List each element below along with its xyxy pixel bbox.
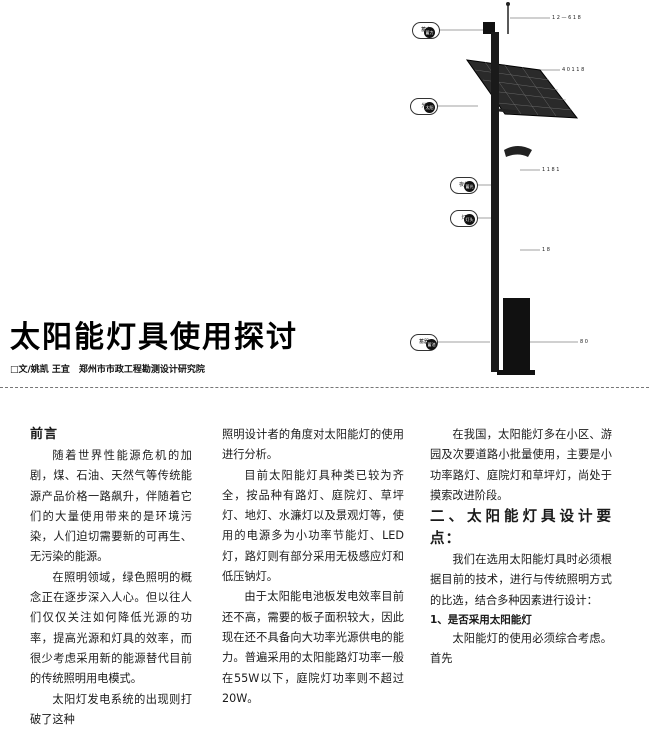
paragraph: 在我国，太阳能灯多在小区、游园及次要道路小批量使用，主要是小功率路灯、庭院灯和草… [430,428,612,502]
right-label-5: 8 0 [580,339,588,345]
header-divider [0,387,649,388]
solar-lamp-illustration: 蓄力 蓄力 光 太阳光 夜灯 蓄光灯 灯 灯头 蓄器 蓄池蓄 1 2 — 6 1… [400,0,649,380]
column-3: 在我国，太阳能灯多在小区、游园及次要道路小批量使用，主要是小功率路灯、庭院灯和草… [430,425,612,670]
callout-lamp-dot: 灯头 [464,214,475,225]
paragraph: 目前太阳能灯具种类已较为齐全，按品种有路灯、庭院灯、草坪灯、地灯、水濂灯以及景观… [222,468,404,584]
paragraph: 在照明领域，绿色照明的概念正在逐步深入人心。但以往人们仅仅关注如何降低光源的功率… [30,570,192,686]
callout-storage-dot: 蓄池蓄 [426,339,437,358]
callout-lamp-dot-label: 灯头 [465,217,474,222]
column-1: 前言 随着世界性能源危机的加剧，煤、石油、天然气等传统能源产品价格一路飙升，伴随… [30,424,192,730]
callout-night-lamp-label: 夜灯 [459,182,469,188]
callout-lamp-label: 灯 [461,215,466,221]
subheading-solar-choice: 1、是否采用太阳能灯 [430,614,532,627]
right-label-1: 1 2 — 6 1 8 [552,15,581,21]
paragraph: 我们在选用太阳能灯具时必须根据目前的技术，进行与传统照明方式的比选，结合多种因素… [430,553,612,607]
paragraph: 太阳灯发电系统的出现则打破了这种 [30,692,192,726]
right-label-4: 1 8 [542,247,550,253]
column-2: 照明设计者的角度对太阳能灯的使用进行分析。 目前太阳能灯具种类已较为齐全，按品种… [222,425,404,709]
section-heading-intro: 前言 [30,427,59,442]
right-label-2: 4 0 1 1 8 [562,67,585,73]
article-byline: □文/姚凯 王宜 郑州市市政工程勘测设计研究院 [10,365,205,375]
callout-storage-label: 蓄器 [418,339,429,345]
callout-night-lamp-dot: 蓄光灯 [464,181,475,200]
callout-sunlight-label: 光 [421,103,426,109]
paragraph: 由于太阳能电池板发电效率目前还不高，需要的板子面积较大，因此现在还不具备向大功率… [222,590,404,705]
paragraph: 太阳能灯的使用必须综合考虑。首先 [430,632,612,666]
paragraph: 照明设计者的角度对太阳能灯的使用进行分析。 [222,428,404,462]
solar-lamp-drawing [437,2,579,375]
article-title: 太阳能灯具使用探讨 [10,320,298,355]
right-label-3: 1 1 8 1 [542,167,560,173]
callout-night-lamp-dot-label: 蓄光灯 [465,184,474,200]
callout-storage-dot-label: 蓄池蓄 [427,342,436,358]
section-heading-design-points: 二、太阳能灯具设计要点： [430,509,612,548]
callout-battery-dot: 蓄力 [424,27,435,38]
callout-sunlight-dot: 太阳光 [424,102,435,121]
paragraph: 随着世界性能源危机的加剧，煤、石油、天然气等传统能源产品价格一路飙升，伴随着它们… [30,449,192,564]
callout-sunlight-dot-label: 太阳光 [425,105,434,121]
callout-battery-dot-label: 蓄力 [425,30,434,35]
